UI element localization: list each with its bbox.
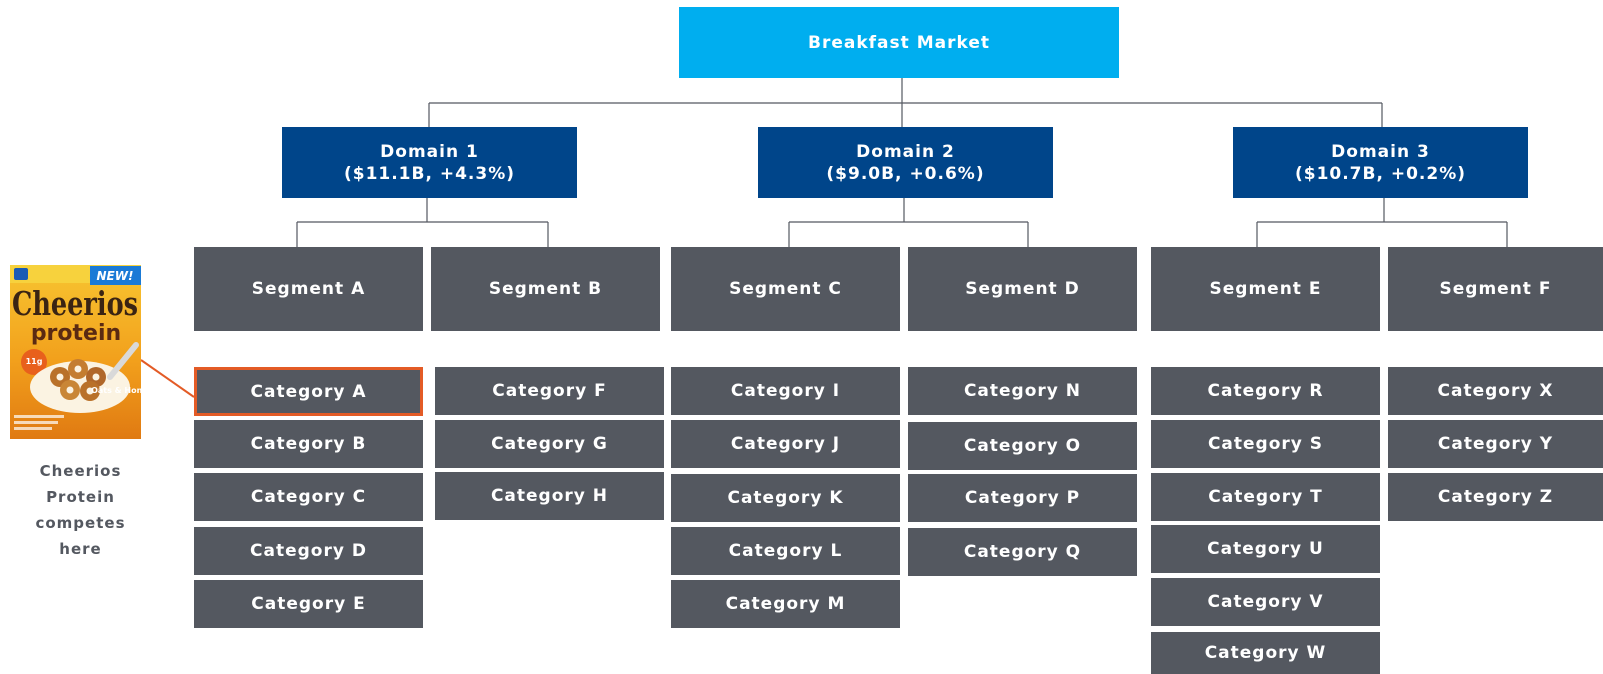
segment-b: Segment B xyxy=(431,247,660,331)
category-label: Category T xyxy=(1208,487,1323,507)
domain-stats: ($9.0B, +0.6%) xyxy=(826,163,985,184)
category-label: Category V xyxy=(1207,592,1324,612)
segment-a: Segment A xyxy=(194,247,423,331)
category-label: Category B xyxy=(250,434,367,454)
category-label: Category O xyxy=(963,436,1082,456)
category-p-box: Category P xyxy=(908,474,1137,522)
category-label: Category L xyxy=(728,541,843,561)
category-q-box: Category Q xyxy=(908,528,1137,576)
domain-2-box: Domain 2 ($9.0B, +0.6%) xyxy=(758,127,1053,198)
category-d-box: Category D xyxy=(194,527,423,575)
category-x-box: Category X xyxy=(1388,367,1603,415)
category-label: Category S xyxy=(1207,434,1324,454)
category-y-box: Category Y xyxy=(1388,420,1603,468)
category-r-box: Category R xyxy=(1151,367,1380,415)
category-label: Category E xyxy=(251,594,366,614)
category-j-box: Category J xyxy=(671,420,900,468)
category-l-box: Category L xyxy=(671,527,900,575)
brand-wordmark: Cheerios xyxy=(12,284,138,323)
category-o-box: Category O xyxy=(908,422,1137,470)
root-breakfast-market: Breakfast Market xyxy=(679,7,1119,78)
category-label: Category P xyxy=(964,488,1081,508)
protein-badge: 11g xyxy=(26,357,43,366)
category-c-box: Category C xyxy=(194,473,423,521)
category-label: Category G xyxy=(491,434,608,454)
category-u-box: Category U xyxy=(1151,525,1380,573)
domain-name: Domain 3 xyxy=(1331,141,1430,162)
segment-label: Segment E xyxy=(1209,279,1322,299)
category-i-box: Category I xyxy=(671,367,900,415)
category-w-box: Category W xyxy=(1151,632,1380,674)
domain-stats: ($11.1B, +4.3%) xyxy=(343,163,516,184)
segment-label: Segment A xyxy=(251,279,366,299)
category-label: Category N xyxy=(963,381,1082,401)
segment-e: Segment E xyxy=(1151,247,1380,331)
cereal-box-image: NEW! Cheerios protein 11g Oats & Honey xyxy=(10,265,141,439)
category-label: Category W xyxy=(1204,643,1327,663)
segment-label: Segment F xyxy=(1439,279,1552,299)
category-label: Category X xyxy=(1437,381,1554,401)
category-v-box: Category V xyxy=(1151,578,1380,626)
category-label: Category Q xyxy=(963,542,1082,562)
category-label: Category C xyxy=(250,487,367,507)
category-label: Category R xyxy=(1207,381,1324,401)
category-label: Category U xyxy=(1207,539,1324,559)
category-label: Category Y xyxy=(1437,434,1554,454)
flavor-label: Oats & Honey xyxy=(91,386,141,395)
segment-d: Segment D xyxy=(908,247,1137,331)
category-t-box: Category T xyxy=(1151,473,1380,521)
new-badge: NEW! xyxy=(97,269,134,283)
category-m-box: Category M xyxy=(671,580,900,628)
category-z-box: Category Z xyxy=(1388,473,1603,521)
category-b-box: Category B xyxy=(194,420,423,468)
domain-name: Domain 2 xyxy=(856,141,955,162)
category-label: Category J xyxy=(730,434,841,454)
category-label: Category D xyxy=(250,541,367,561)
root-label: Breakfast Market xyxy=(808,32,990,53)
category-a-box: Category A xyxy=(194,367,423,416)
category-g-box: Category G xyxy=(435,420,664,468)
category-label: Category Z xyxy=(1437,487,1554,507)
domain-name: Domain 1 xyxy=(380,141,479,162)
variant-wordmark: protein xyxy=(31,321,121,346)
category-e-box: Category E xyxy=(194,580,423,628)
segment-f: Segment F xyxy=(1388,247,1603,331)
category-f-box: Category F xyxy=(435,367,664,415)
category-k-box: Category K xyxy=(671,474,900,522)
segment-c: Segment C xyxy=(671,247,900,331)
segment-label: Segment C xyxy=(729,279,842,299)
domain-3-box: Domain 3 ($10.7B, +0.2%) xyxy=(1233,127,1528,198)
category-label: Category A xyxy=(250,381,367,402)
domain-1-box: Domain 1 ($11.1B, +4.3%) xyxy=(282,127,577,198)
domain-stats: ($10.7B, +0.2%) xyxy=(1294,163,1467,184)
category-label: Category M xyxy=(725,594,846,614)
product-caption: Cheerios Protein competes here xyxy=(35,462,126,558)
category-label: Category F xyxy=(492,381,607,401)
category-n-box: Category N xyxy=(908,367,1137,415)
category-label: Category K xyxy=(727,488,844,508)
category-label: Category H xyxy=(490,486,609,506)
category-s-box: Category S xyxy=(1151,420,1380,468)
segment-label: Segment B xyxy=(488,279,603,299)
category-label: Category I xyxy=(730,381,841,401)
category-h-box: Category H xyxy=(435,472,664,520)
segment-label: Segment D xyxy=(965,279,1080,299)
